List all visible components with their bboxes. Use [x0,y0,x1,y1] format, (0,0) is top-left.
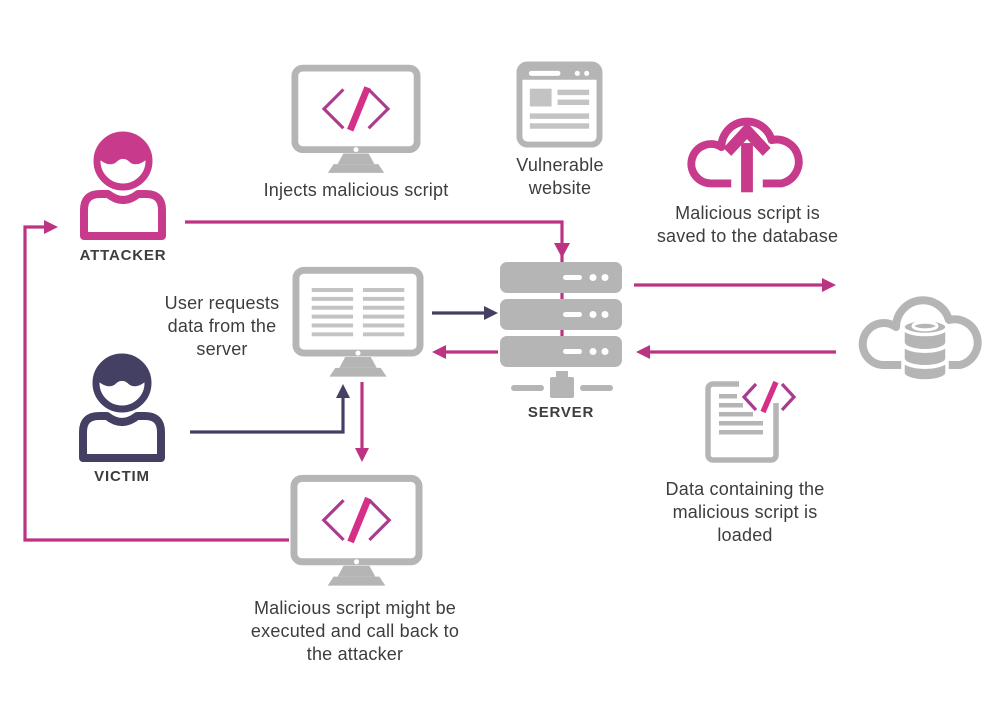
caption-callback: Malicious script might be executed and c… [250,598,460,664]
caption-injects-malicious-script: Injects malicious script [263,180,449,200]
arrow-server-to-monitor [432,345,498,359]
server-label: SERVER [527,404,595,421]
cloud-upload-icon [687,117,803,197]
server-stack-icon [500,262,622,398]
code-symbol-icon [741,380,797,414]
document-text-lines [311,288,405,337]
document-text-lines [719,394,763,435]
browser-window-icon [516,61,603,148]
caption-saved-to-database: Malicious script is saved to the databas… [656,203,839,246]
monitor-code-icon [291,64,421,173]
arrow-server-to-database [634,278,836,292]
cloud-database-icon [858,296,982,383]
arrow-monitor-to-server [432,306,498,320]
caption-data-loaded: Data containing the malicious script is … [665,479,825,545]
arrow-victim-to-monitor [190,384,350,434]
attacker-person-icon [80,131,166,240]
victim-label: VICTIM [94,468,150,485]
caption-user-requests: User requests data from the server [164,293,280,359]
arrow-monitor-to-callback-monitor [355,382,369,462]
arrow-database-to-server [636,345,836,359]
monitor-document-icon [292,266,424,377]
victim-person-icon [79,353,165,462]
monitor-code-callback-icon [290,474,423,586]
caption-vulnerable-website: Vulnerable website [516,155,604,198]
attacker-label: ATTACKER [79,247,167,264]
document-code-icon [705,378,783,463]
